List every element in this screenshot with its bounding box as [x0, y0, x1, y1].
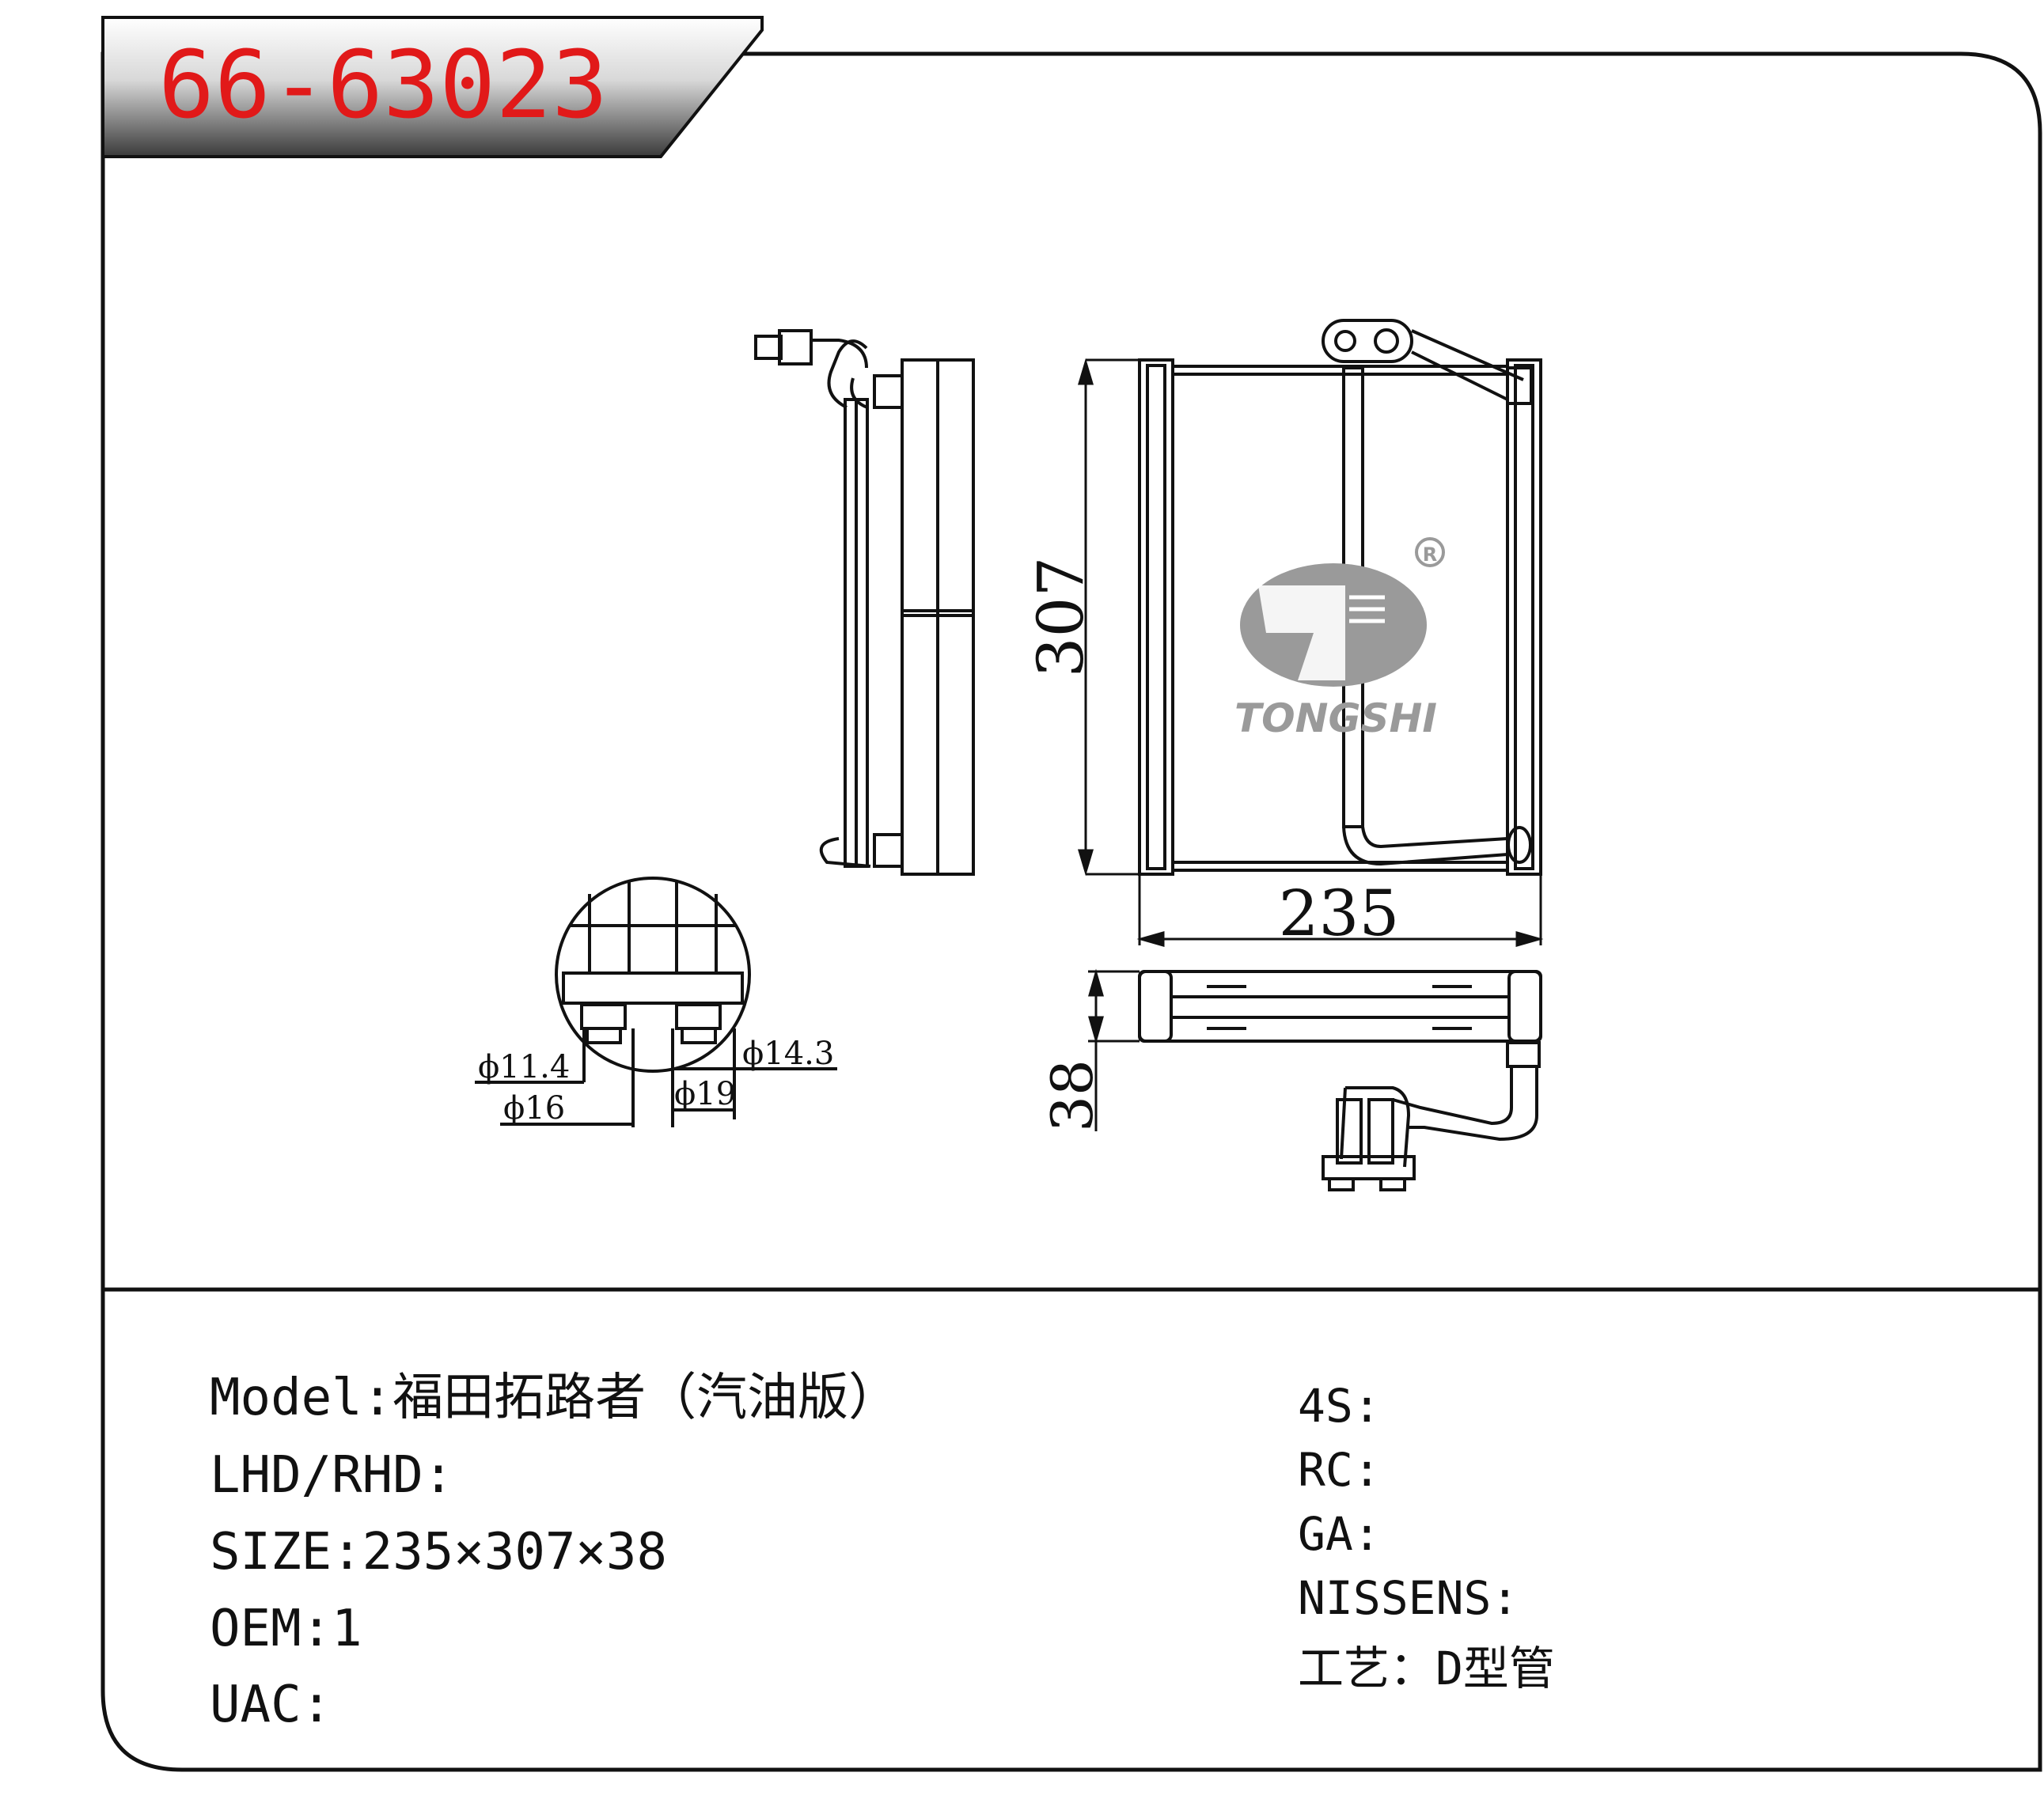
height-dimension	[1077, 358, 1140, 877]
spec-lhd-rhd: LHD/RHD:	[210, 1450, 453, 1501]
spec-process-value: D型管	[1435, 1642, 1555, 1695]
depth-dimension-label: 38	[1039, 1059, 1105, 1132]
registered-mark: R	[1423, 543, 1437, 566]
spec-process-label: 工艺：	[1298, 1642, 1436, 1695]
pipe-detail	[475, 877, 837, 1127]
spec-uac: UAC:	[210, 1680, 332, 1730]
spec-size-value: 235×307×38	[362, 1523, 667, 1581]
width-dimension	[1136, 874, 1544, 947]
spec-rc: RC:	[1298, 1447, 1381, 1493]
pipe-diameter-label-2: ϕ16	[503, 1090, 565, 1127]
height-dimension-label: 307	[1024, 557, 1098, 678]
title-tab	[101, 16, 764, 158]
spec-lhd-rhd-label: LHD/RHD:	[210, 1446, 454, 1505]
spec-model-value: 福田拓路者（汽油版）	[392, 1369, 900, 1427]
spec-nissens-label: NISSENS:	[1298, 1571, 1519, 1625]
spec-oem-label: OEM:	[210, 1600, 332, 1658]
depth-dimension	[1088, 968, 1140, 1131]
spec-ga-label: GA:	[1298, 1507, 1381, 1561]
pipe-diameter-label-3: ϕ14.3	[742, 1036, 834, 1072]
top-view	[1138, 970, 1542, 1191]
logo-brand-text: TONGSHI	[1234, 695, 1437, 741]
part-number: 66-63023	[158, 30, 609, 139]
spec-ga: GA:	[1298, 1511, 1381, 1557]
registered-mark-icon	[1415, 537, 1445, 567]
spec-model: Model:福田拓路者（汽油版）	[210, 1373, 899, 1423]
spec-size-label: SIZE:	[210, 1523, 362, 1581]
spec-4s: 4S:	[1298, 1383, 1381, 1429]
spec-process: 工艺：D型管	[1298, 1646, 1555, 1691]
spec-oem: OEM:1	[210, 1604, 362, 1654]
spec-nissens: NISSENS:	[1298, 1575, 1519, 1621]
spec-size: SIZE:235×307×38	[210, 1527, 667, 1577]
spec-rc-label: RC:	[1298, 1443, 1381, 1497]
spec-model-label: Model:	[210, 1369, 393, 1427]
spec-4s-label: 4S:	[1298, 1379, 1381, 1433]
pipe-diameter-label-4: ϕ19	[674, 1076, 736, 1112]
width-dimension-label: 235	[1279, 877, 1400, 950]
side-view	[754, 329, 975, 876]
sheet-frame	[100, 51, 2042, 1772]
spec-uac-label: UAC:	[210, 1676, 332, 1734]
pipe-diameter-label-1: ϕ11.4	[478, 1049, 570, 1085]
tongshi-logo: R TONGSHI	[1234, 537, 1445, 741]
spec-oem-value: 1	[332, 1600, 362, 1658]
